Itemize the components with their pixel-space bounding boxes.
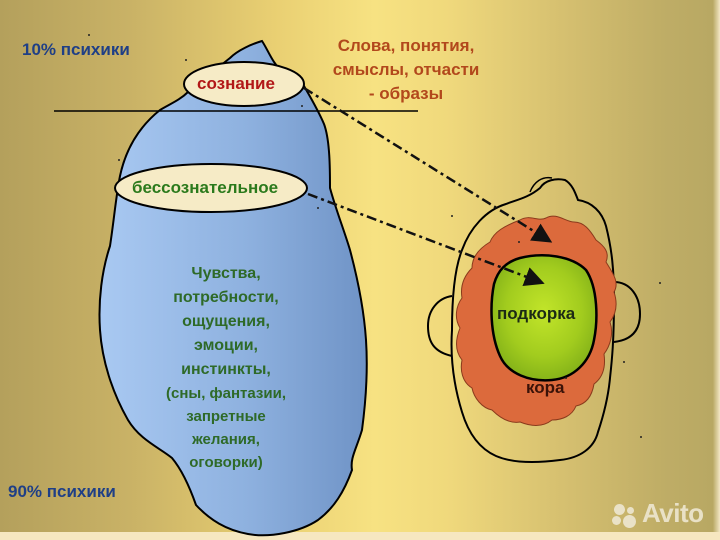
list-item: Чувства,	[191, 265, 261, 282]
head-top-bump	[529, 176, 553, 193]
right-ear	[613, 281, 642, 343]
subcortex-shape	[490, 254, 598, 382]
unconscious-content-list: Чувства, потребности, ощущения, эмоции, …	[136, 262, 316, 474]
avito-text: Avito	[642, 498, 704, 528]
consciousness-content-note: Слова, понятия, смыслы, отчасти - образы	[306, 34, 506, 106]
cortex-label: кора	[526, 378, 565, 397]
bottom-border	[0, 532, 720, 540]
list-item: инстинкты,	[181, 361, 271, 378]
unconscious-ellipse	[114, 163, 308, 213]
subcortex-label: подкорка	[497, 304, 576, 323]
iceberg-shape	[98, 39, 368, 537]
unconscious-label: бессознательное	[132, 178, 279, 197]
note-line: - образы	[368, 84, 444, 103]
list-item: (сны, фантазии,	[165, 385, 286, 402]
consciousness-ellipse	[183, 61, 305, 107]
top-percent-label: 10% психики	[22, 40, 130, 59]
consciousness-to-cortex-arrow	[303, 86, 553, 243]
left-ear	[426, 295, 453, 357]
list-item: потребности,	[173, 289, 279, 306]
list-item: эмоции,	[194, 337, 258, 354]
note-line: смыслы, отчасти	[332, 60, 480, 79]
list-item: желания,	[192, 431, 260, 448]
list-item: запретные	[186, 408, 266, 425]
avito-watermark: Avito	[612, 498, 704, 529]
note-line: Слова, понятия,	[337, 36, 475, 55]
consciousness-label: сознание	[197, 74, 275, 93]
bottom-percent-label: 90% психики	[8, 482, 116, 501]
background-specks	[88, 34, 661, 438]
avito-logo-icon	[612, 503, 640, 529]
list-item: ощущения,	[182, 313, 270, 330]
head-outline	[450, 178, 616, 464]
list-item: оговорки)	[189, 454, 263, 471]
